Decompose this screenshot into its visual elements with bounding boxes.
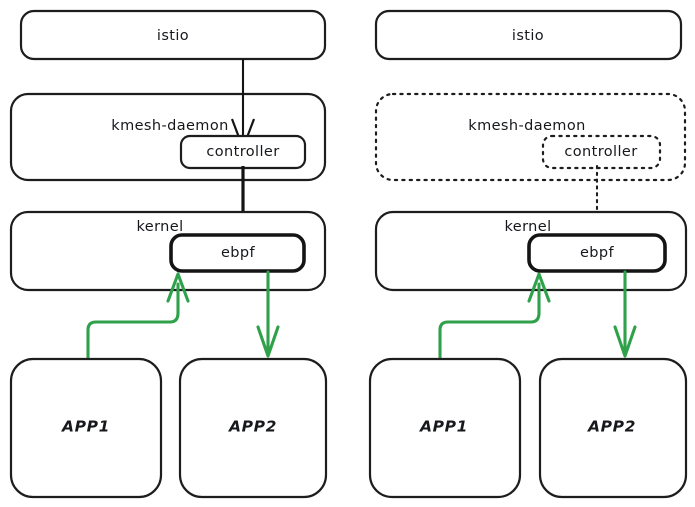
- left-edge-ebpf-to-app2: [256, 270, 280, 358]
- right-kmesh-daemon-label: kmesh-daemon: [468, 118, 585, 134]
- right-edge-app1-to-ebpf: [438, 272, 551, 359]
- left-app1-box[interactable]: [9, 357, 163, 499]
- right-edge-ebpf-to-app2: [613, 270, 637, 358]
- left-app1-label: APP1: [61, 418, 110, 436]
- left-kernel-label: kernel: [136, 219, 183, 235]
- left-istio-node[interactable]: istio: [19, 9, 327, 61]
- left-controller-node[interactable]: controller: [179, 134, 307, 170]
- right-controller-box[interactable]: [541, 134, 662, 170]
- left-istio-box[interactable]: [19, 9, 327, 61]
- right-kernel-label: kernel: [504, 219, 551, 235]
- right-ebpf-app2-arrowhead-icon: [613, 325, 637, 358]
- right-app2-label: APP2: [587, 418, 636, 436]
- left-panel: istio kmesh-daemon controller: [9, 9, 328, 499]
- left-kmesh-daemon-label: kmesh-daemon: [111, 118, 228, 134]
- left-controller-label: controller: [206, 144, 279, 160]
- right-panel: istio kmesh-daemon controller kernel: [368, 9, 688, 499]
- right-istio-label: istio: [512, 28, 544, 44]
- right-app1-node[interactable]: APP1: [368, 357, 522, 499]
- left-app1-node[interactable]: APP1: [9, 357, 163, 499]
- left-ebpf-label: ebpf: [221, 245, 256, 261]
- right-controller-node[interactable]: controller: [541, 134, 662, 170]
- left-app1-ebpf-line: [86, 282, 180, 359]
- left-app2-node[interactable]: APP2: [178, 357, 328, 499]
- left-edge-app1-to-ebpf: [86, 272, 190, 359]
- left-app1-ebpf-arrowhead-icon: [166, 272, 190, 303]
- left-app2-label: APP2: [228, 418, 277, 436]
- right-controller-label: controller: [564, 144, 637, 160]
- right-istio-box[interactable]: [374, 9, 683, 61]
- right-istio-node[interactable]: istio: [374, 9, 683, 61]
- right-app1-box[interactable]: [368, 357, 522, 499]
- right-app1-label: APP1: [419, 418, 468, 436]
- left-ebpf-node[interactable]: ebpf: [169, 233, 306, 273]
- right-ebpf-node[interactable]: ebpf: [527, 233, 667, 273]
- right-app1-ebpf-arrowhead-icon: [527, 272, 551, 303]
- left-istio-label: istio: [157, 28, 189, 44]
- right-ebpf-box[interactable]: [527, 233, 667, 273]
- left-ebpf-app2-arrowhead-icon: [256, 325, 280, 358]
- left-app2-box[interactable]: [178, 357, 328, 499]
- right-app1-ebpf-line: [438, 282, 541, 359]
- right-app2-node[interactable]: APP2: [538, 357, 688, 499]
- right-app2-box[interactable]: [538, 357, 688, 499]
- left-ebpf-box[interactable]: [169, 233, 306, 273]
- right-ebpf-label: ebpf: [580, 245, 615, 261]
